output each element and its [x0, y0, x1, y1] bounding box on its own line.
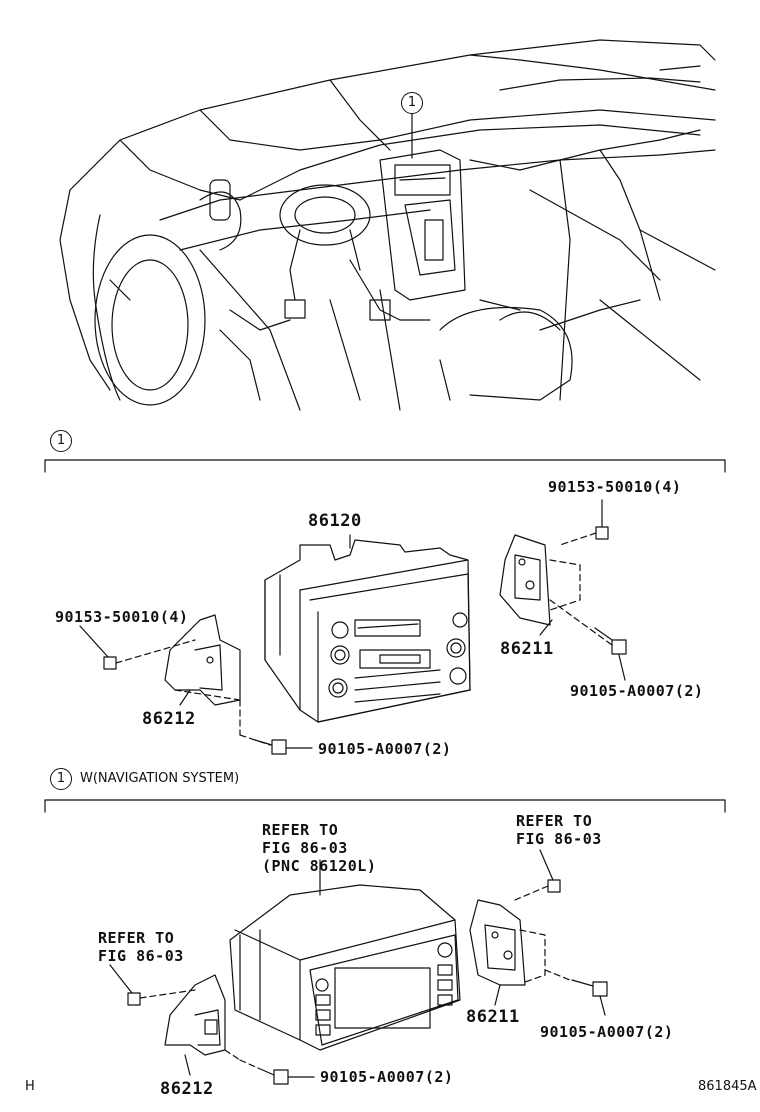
part-86120-label[interactable]: 86120: [308, 511, 362, 531]
refer-top-center-label[interactable]: REFER TO FIG 86-03 (PNC 86120L): [262, 821, 377, 875]
section2-frame: [44, 799, 726, 813]
part-90105-bottom-s2-label[interactable]: 90105-A0007(2): [320, 1068, 454, 1086]
vehicle-interior-illustration: [59, 39, 716, 411]
part-90153-top-label[interactable]: 90153-50010(4): [548, 478, 682, 496]
footer-left-mark: H: [25, 1079, 35, 1094]
refer-top-right-label[interactable]: REFER TO FIG 86-03: [516, 812, 602, 848]
part-86212-s2-label[interactable]: 86212: [160, 1079, 214, 1099]
fasteners-s2: [109, 849, 608, 1085]
part-90153-left-label[interactable]: 90153-50010(4): [55, 608, 189, 626]
part-86211-s2-label[interactable]: 86211: [466, 1007, 520, 1027]
callout-section2[interactable]: 1: [50, 768, 72, 790]
bracket-86212-s2: [164, 974, 241, 1061]
callout-section1[interactable]: 1: [50, 430, 72, 452]
navigation-unit: [229, 859, 461, 1051]
fasteners-s1: [79, 499, 627, 755]
bracket-86211-s2: [469, 899, 546, 986]
radio-unit-86120: [264, 539, 471, 723]
bracket-86212-s1: [164, 614, 241, 736]
section1-frame: [44, 459, 726, 473]
refer-left-label[interactable]: REFER TO FIG 86-03: [98, 929, 184, 965]
part-90105-right-s1-label[interactable]: 90105-A0007(2): [570, 682, 704, 700]
part-86211-s1-label[interactable]: 86211: [500, 639, 554, 659]
part-86212-s1-label[interactable]: 86212: [142, 709, 196, 729]
part-90105-right-s2-label[interactable]: 90105-A0007(2): [540, 1023, 674, 1041]
section2-title: W(NAVIGATION SYSTEM): [80, 771, 240, 786]
part-90105-bottom-s1-label[interactable]: 90105-A0007(2): [318, 740, 452, 758]
bracket-86211-s1: [499, 534, 581, 626]
figure-code: 861845A: [698, 1079, 757, 1094]
callout-top[interactable]: 1: [401, 92, 423, 114]
